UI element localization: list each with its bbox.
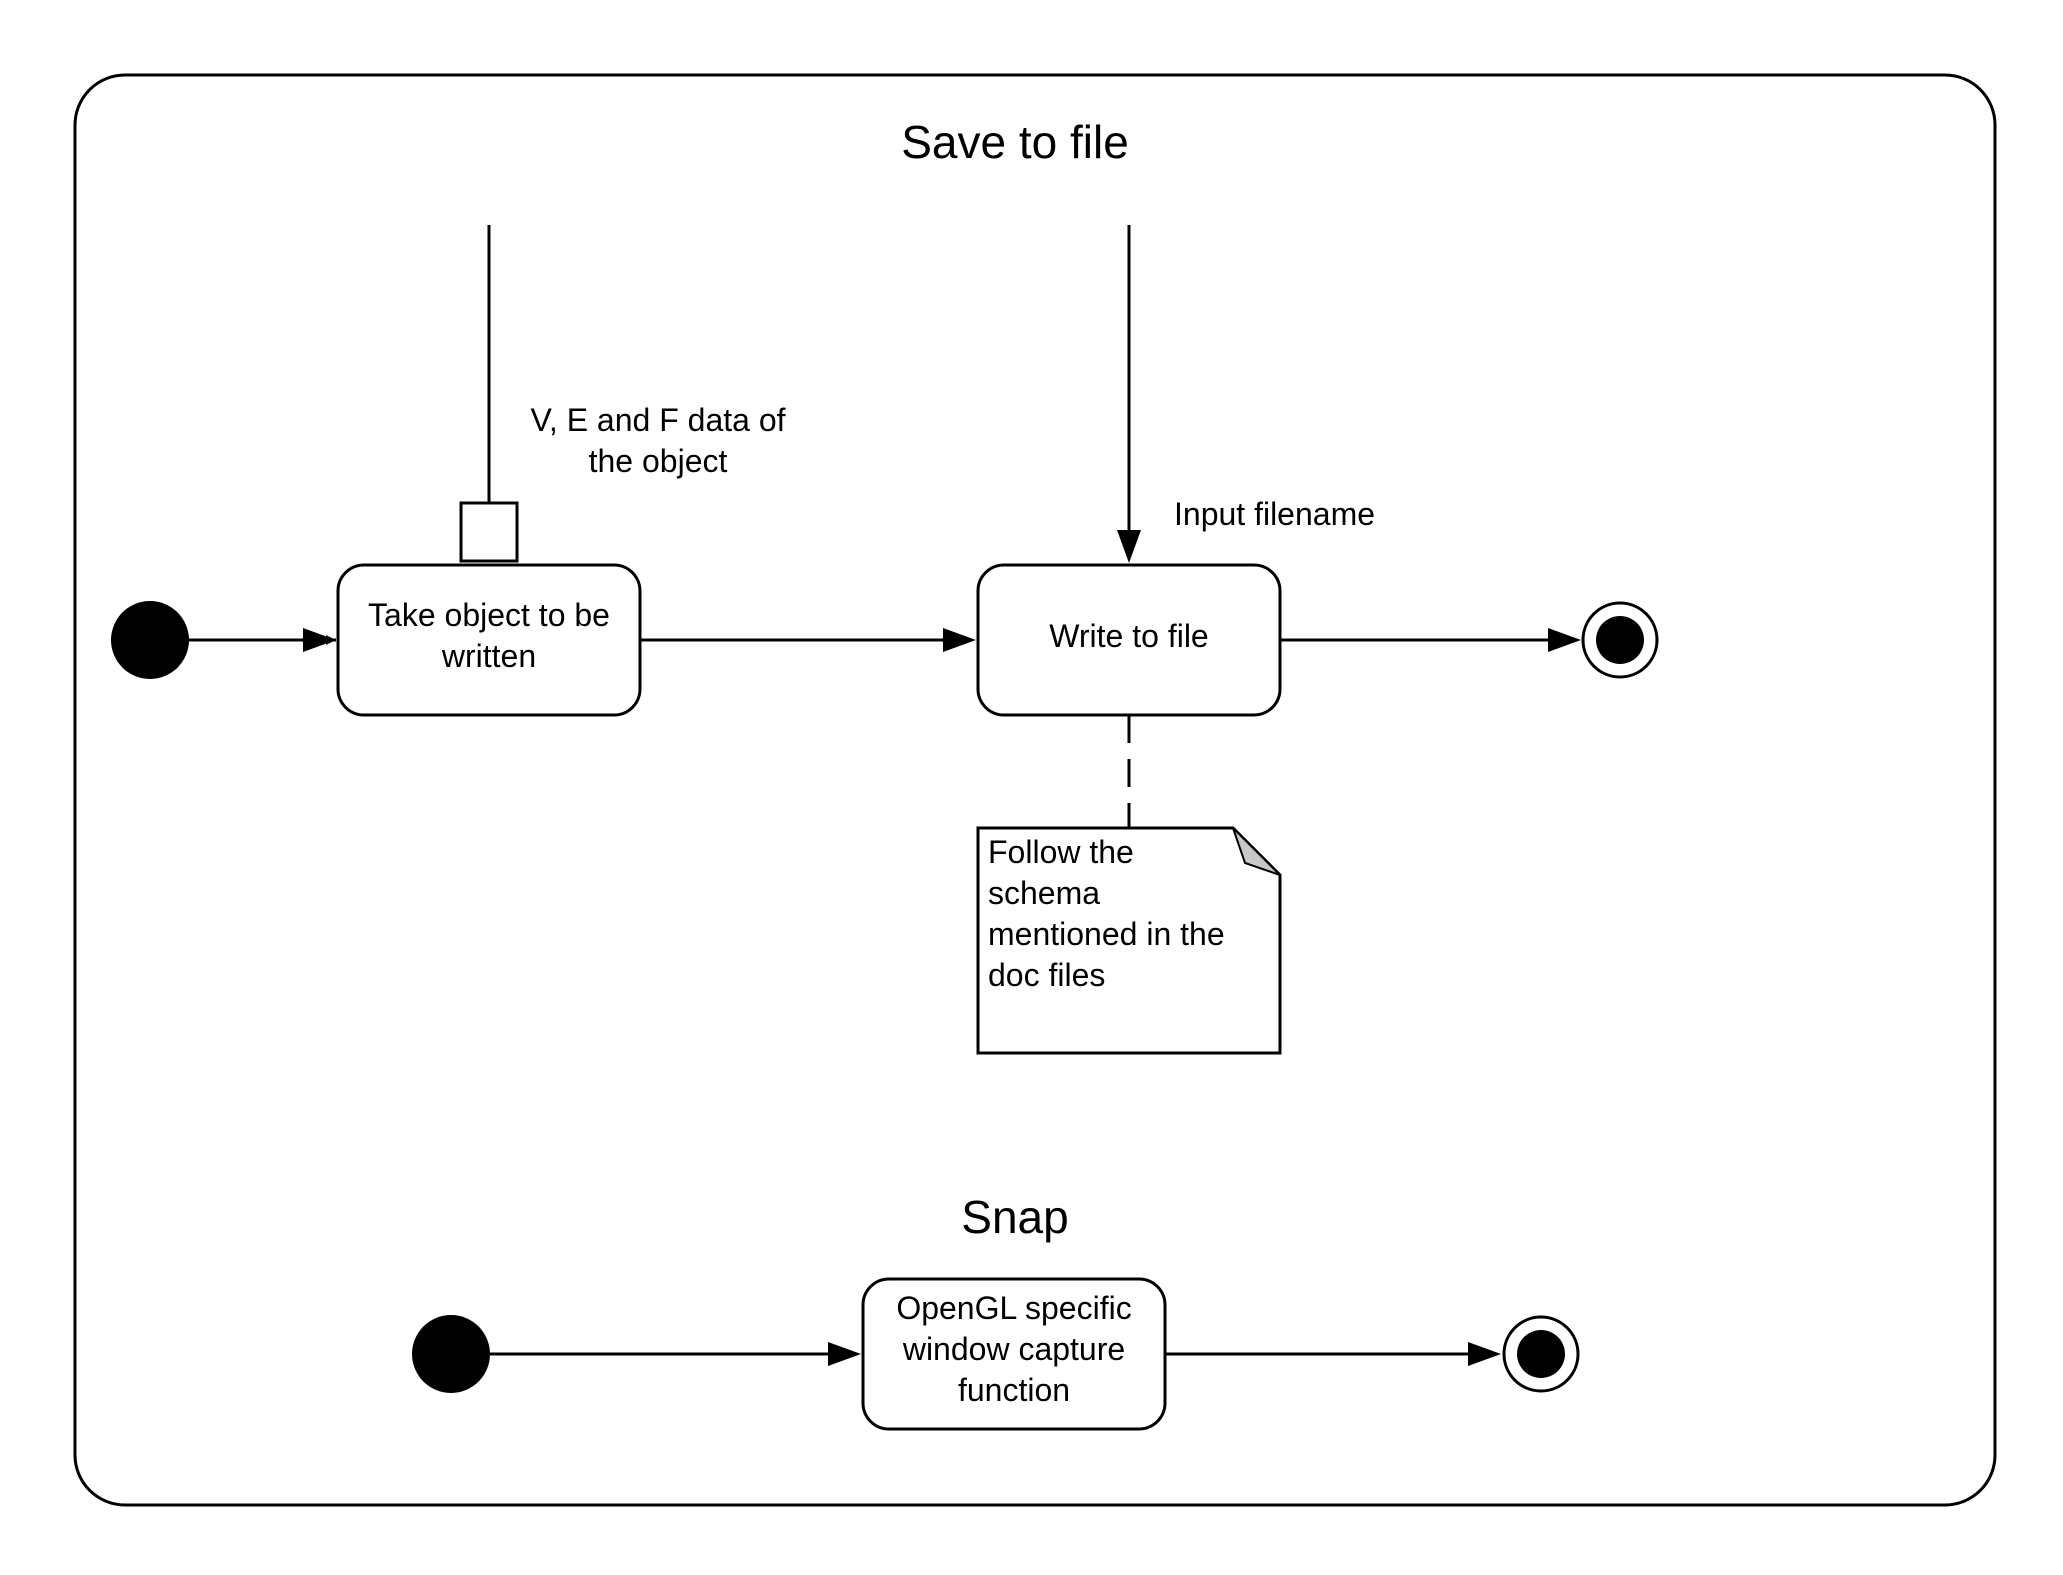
pin-label-line2: the object: [589, 443, 728, 479]
edge-arrowhead: [828, 1342, 861, 1366]
snap-final-node-inner: [1517, 1330, 1565, 1378]
note-box: [976, 826, 1282, 1055]
snap-initial-node: [412, 1315, 490, 1393]
diagram-frame: [73, 73, 1997, 1507]
snap-title: Snap: [961, 1191, 1068, 1243]
edge-arrowhead: [943, 628, 976, 652]
save-initial-node: [111, 601, 189, 679]
action-take-object-line1: Take object to be: [368, 597, 610, 633]
note-fold: [1232, 827, 1281, 876]
edge-arrowhead: [1117, 530, 1141, 563]
edge-arrowhead: [1468, 1342, 1501, 1366]
input-filename-label: Input filename: [1174, 496, 1375, 532]
action-write-to-file-label: Write to file: [1049, 618, 1208, 654]
save-final-node-inner: [1596, 616, 1644, 664]
edge-arrowhead: [1548, 628, 1581, 652]
pin-label-line1: V, E and F data of: [531, 402, 786, 438]
edge-arrowhead: [303, 628, 336, 652]
action-take-object-line2: written: [441, 638, 536, 674]
note-line4: doc files: [988, 957, 1105, 993]
save-to-file-title: Save to file: [901, 116, 1129, 168]
action-opengl-line3: function: [958, 1372, 1070, 1408]
input-pin: [459, 501, 519, 563]
note-line1: Follow the: [988, 834, 1134, 870]
note-line2: schema: [988, 875, 1100, 911]
action-opengl-line1: OpenGL specific: [896, 1290, 1131, 1326]
action-opengl-line2: window capture: [902, 1331, 1125, 1367]
note-line3: mentioned in the: [988, 916, 1225, 952]
